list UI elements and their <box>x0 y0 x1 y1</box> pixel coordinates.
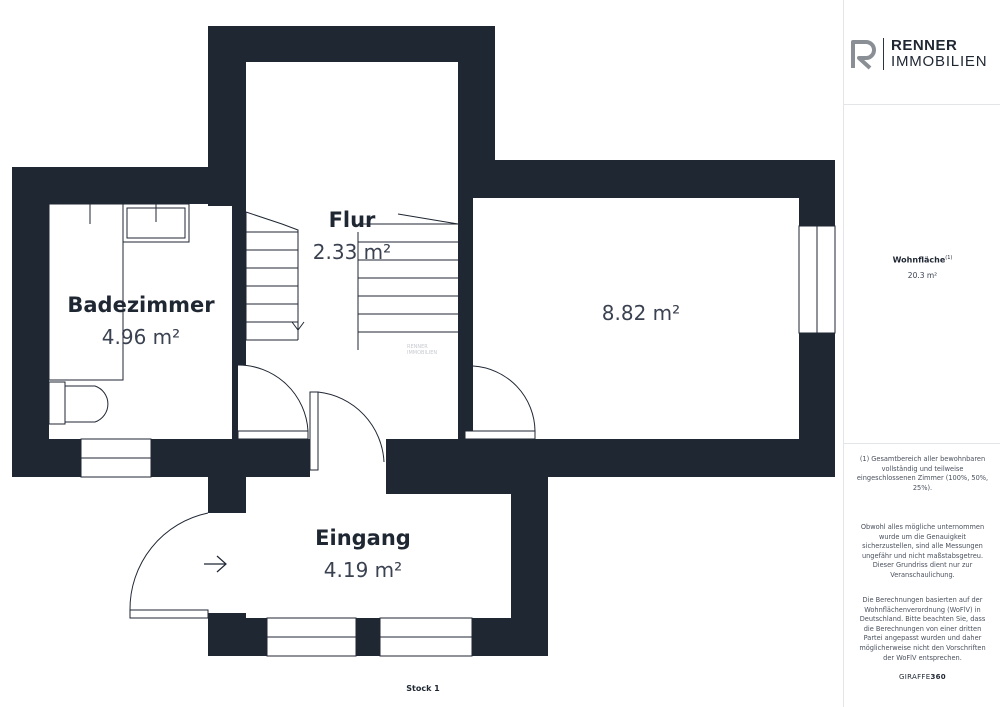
logo-mark-icon <box>851 40 876 70</box>
door-front-swing <box>129 512 209 611</box>
logo-text-renner: RENNER <box>891 37 958 54</box>
windows <box>80 225 836 657</box>
living-area-summary: Wohnfläche(1) 20.3 m² <box>844 105 1000 444</box>
floor-plan: Flur 2.33 m² Badezimmer 4.96 m² 8.82 m² … <box>12 26 836 657</box>
logo-text-immobilien: IMMOBILIEN <box>891 53 988 70</box>
disclaimer-text: Obwohl alles mögliche unternommen wurde … <box>860 523 985 579</box>
door-bath <box>237 430 309 440</box>
bath-fixtures <box>48 203 190 425</box>
door-room <box>464 430 536 440</box>
door-bath-swing <box>237 364 309 432</box>
room-area-flur: 2.33 m² <box>313 240 391 264</box>
living-area-label: Wohnfläche(1) <box>892 255 953 265</box>
wall-flur-top <box>208 26 495 62</box>
door-front <box>129 609 209 619</box>
walls <box>12 26 835 656</box>
door-entrance-swing <box>317 391 385 463</box>
room-area-zimmer: 8.82 m² <box>602 301 680 325</box>
wall-entrance-bottom-mid <box>356 618 380 656</box>
logo: RENNER IMMOBILIEN <box>844 0 1000 105</box>
door-room-swing <box>472 365 536 432</box>
door-entrance <box>309 391 319 471</box>
room-name-eingang: Eingang <box>315 526 411 550</box>
bathtub <box>48 203 124 381</box>
wall-bath-bottom-left <box>12 439 81 477</box>
stairs <box>245 211 459 350</box>
wall-room-left <box>458 160 473 366</box>
wall-bath-left <box>12 167 49 477</box>
toilet-bowl <box>64 385 109 423</box>
wall-entrance-left-stub <box>208 470 246 513</box>
floor-label: Stock 1 <box>406 684 440 693</box>
wall-room-right-top <box>799 160 835 226</box>
calculation-text: Die Berechnungen basierten auf der Wohnf… <box>859 596 986 662</box>
brand-giraffe360: GIRAFFE360 <box>899 673 946 681</box>
wall-entrance-bottom-stub <box>208 613 246 656</box>
wall-entrance-bottom-right <box>472 618 548 656</box>
doors <box>129 364 536 619</box>
entrance-arrow <box>204 555 227 573</box>
wall-bath-right <box>232 167 246 365</box>
watermark-line1: RENNER <box>407 344 428 350</box>
wall-entrance-center <box>386 470 511 494</box>
footnote-mark: (1) <box>945 255 953 261</box>
footnote-text: (1) Gesamtbereich aller bewohnbaren voll… <box>856 455 989 492</box>
logo-divider <box>883 38 884 70</box>
room-area-eingang: 4.19 m² <box>324 558 402 582</box>
watermark: RENNER IMMOBILIEN <box>407 344 437 356</box>
wall-bath-corner <box>232 365 238 439</box>
room-area-badezimmer: 4.96 m² <box>102 325 180 349</box>
info-panel: RENNER IMMOBILIEN Wohnfläche(1) 20.3 m² … <box>843 0 1000 707</box>
room-name-badezimmer: Badezimmer <box>67 293 215 317</box>
living-area-value: 20.3 m² <box>907 271 938 280</box>
wall-room-top <box>458 160 835 198</box>
room-name-flur: Flur <box>329 208 376 232</box>
wall-room-bottom-stub <box>458 366 473 439</box>
wall-bath-top <box>12 167 246 204</box>
watermark-line2: IMMOBILIEN <box>407 350 438 356</box>
toilet <box>48 381 66 425</box>
